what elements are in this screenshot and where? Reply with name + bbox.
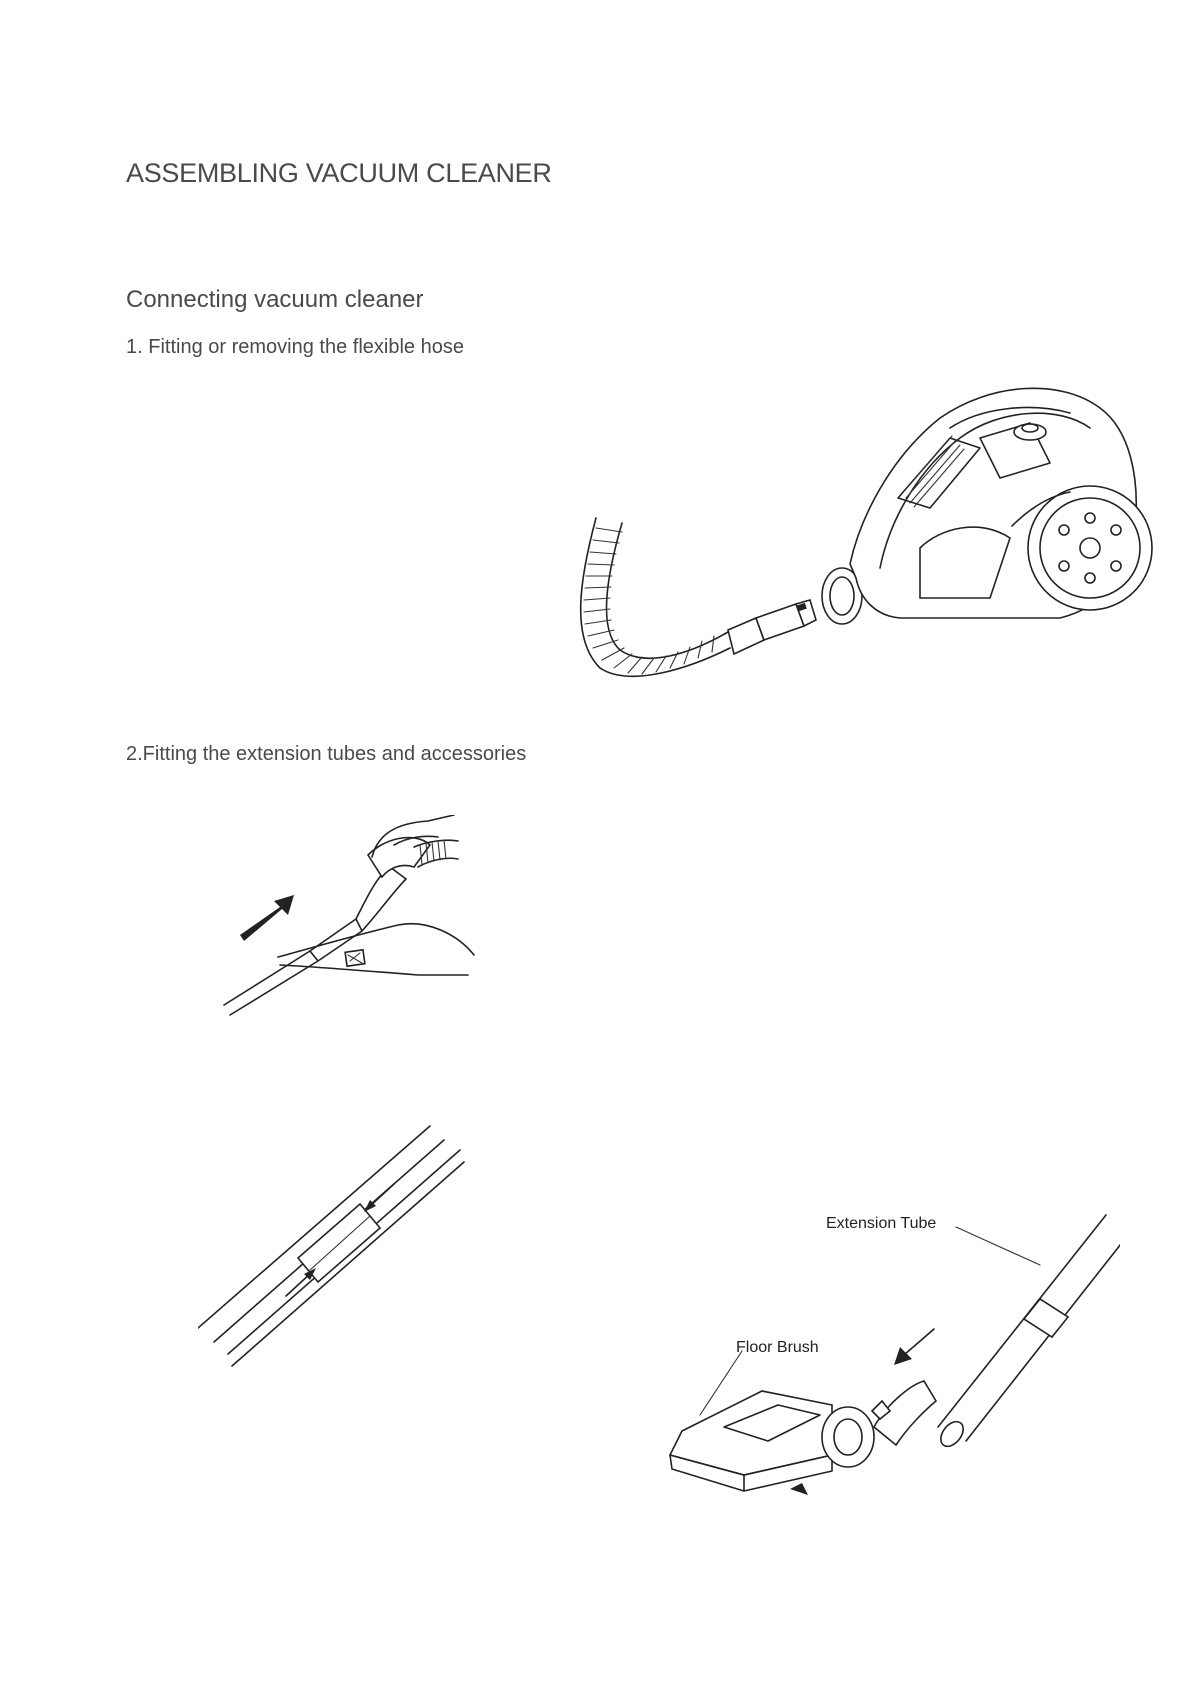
extension-tube-label: Extension Tube bbox=[826, 1215, 936, 1233]
step-1-heading: 1. Fitting or removing the flexible hose bbox=[126, 336, 464, 359]
page-title: ASSEMBLING VACUUM CLEANER bbox=[126, 158, 552, 189]
floor-brush-illustration bbox=[660, 1205, 1120, 1510]
extension-tube-joint-illustration bbox=[198, 1118, 468, 1368]
step-2-heading: 2.Fitting the extension tubes and access… bbox=[126, 743, 526, 766]
floor-brush-label: Floor Brush bbox=[736, 1339, 819, 1357]
hands-fitting-tube-illustration bbox=[218, 815, 478, 1025]
vacuum-cleaner-hose-illustration bbox=[560, 368, 1160, 698]
section-heading: Connecting vacuum cleaner bbox=[126, 286, 424, 314]
